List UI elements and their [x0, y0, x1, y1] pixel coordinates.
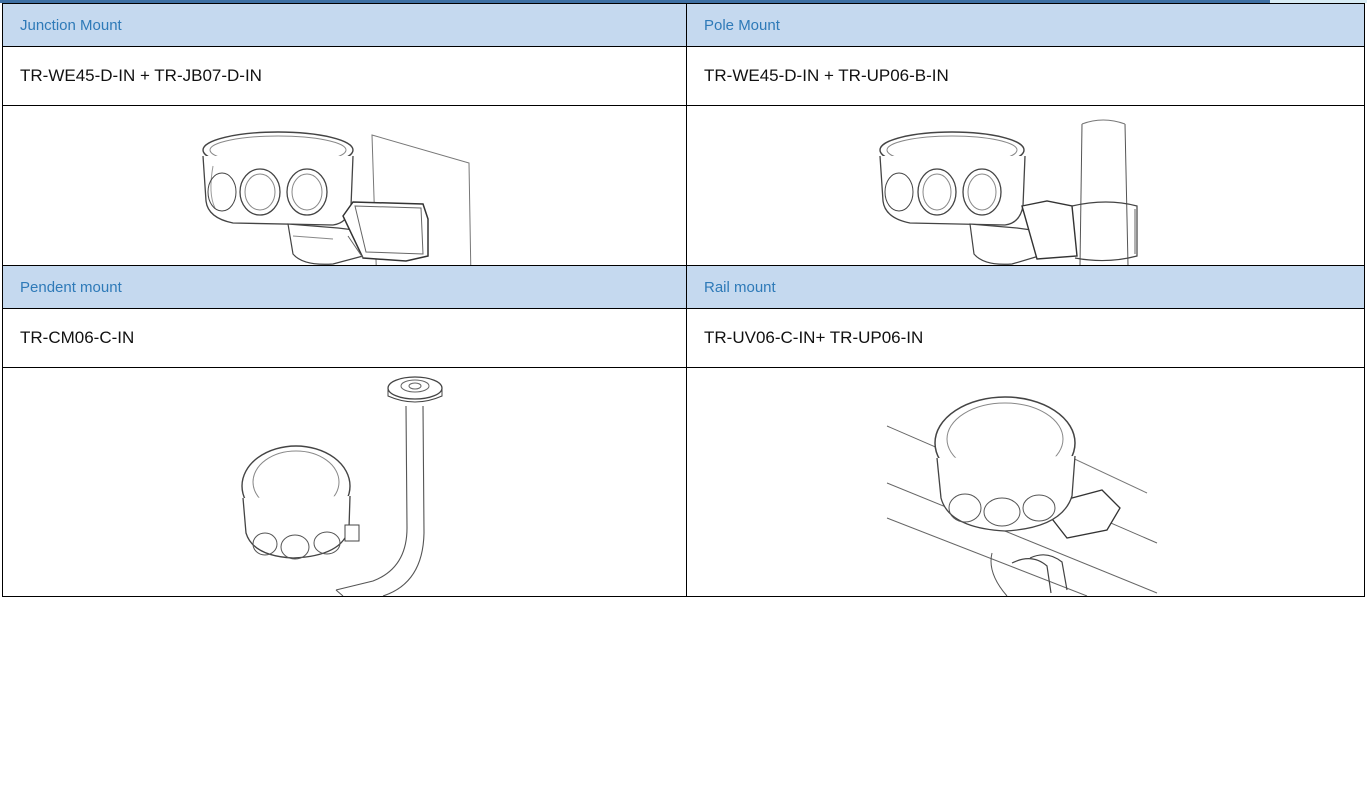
pole-mount-model: TR-WE45-D-IN + TR-UP06-B-IN — [686, 46, 1365, 106]
pendent-mount-header: Pendent mount — [2, 265, 687, 309]
top-rule — [0, 0, 1367, 3]
top-rule-end — [1270, 0, 1367, 3]
header-row-1: Junction Mount Pole Mount — [2, 3, 1365, 47]
junction-mount-model: TR-WE45-D-IN + TR-JB07-D-IN — [2, 46, 687, 106]
pendent-mount-model: TR-CM06-C-IN — [2, 308, 687, 368]
rail-mount-image-cell — [686, 367, 1365, 597]
mounts-table: Junction Mount Pole Mount TR-WE45-D-IN +… — [2, 3, 1365, 597]
junction-mount-header: Junction Mount — [2, 3, 687, 47]
rail-mount-drawing-icon — [687, 368, 1364, 596]
pole-mount-drawing-icon — [687, 106, 1364, 265]
rail-mount-header: Rail mount — [686, 265, 1365, 309]
model-row-2: TR-CM06-C-IN TR-UV06-C-IN+ TR-UP06-IN — [2, 308, 1365, 368]
pole-mount-header: Pole Mount — [686, 3, 1365, 47]
pendent-mount-image-cell — [2, 367, 687, 597]
junction-mount-drawing-icon — [3, 106, 686, 265]
image-row-2 — [2, 367, 1365, 597]
image-row-1 — [2, 105, 1365, 266]
header-row-2: Pendent mount Rail mount — [2, 265, 1365, 309]
rail-mount-model: TR-UV06-C-IN+ TR-UP06-IN — [686, 308, 1365, 368]
junction-mount-image-cell — [2, 105, 687, 266]
pendent-mount-drawing-icon — [3, 368, 686, 596]
model-row-1: TR-WE45-D-IN + TR-JB07-D-IN TR-WE45-D-IN… — [2, 46, 1365, 106]
pole-mount-image-cell — [686, 105, 1365, 266]
